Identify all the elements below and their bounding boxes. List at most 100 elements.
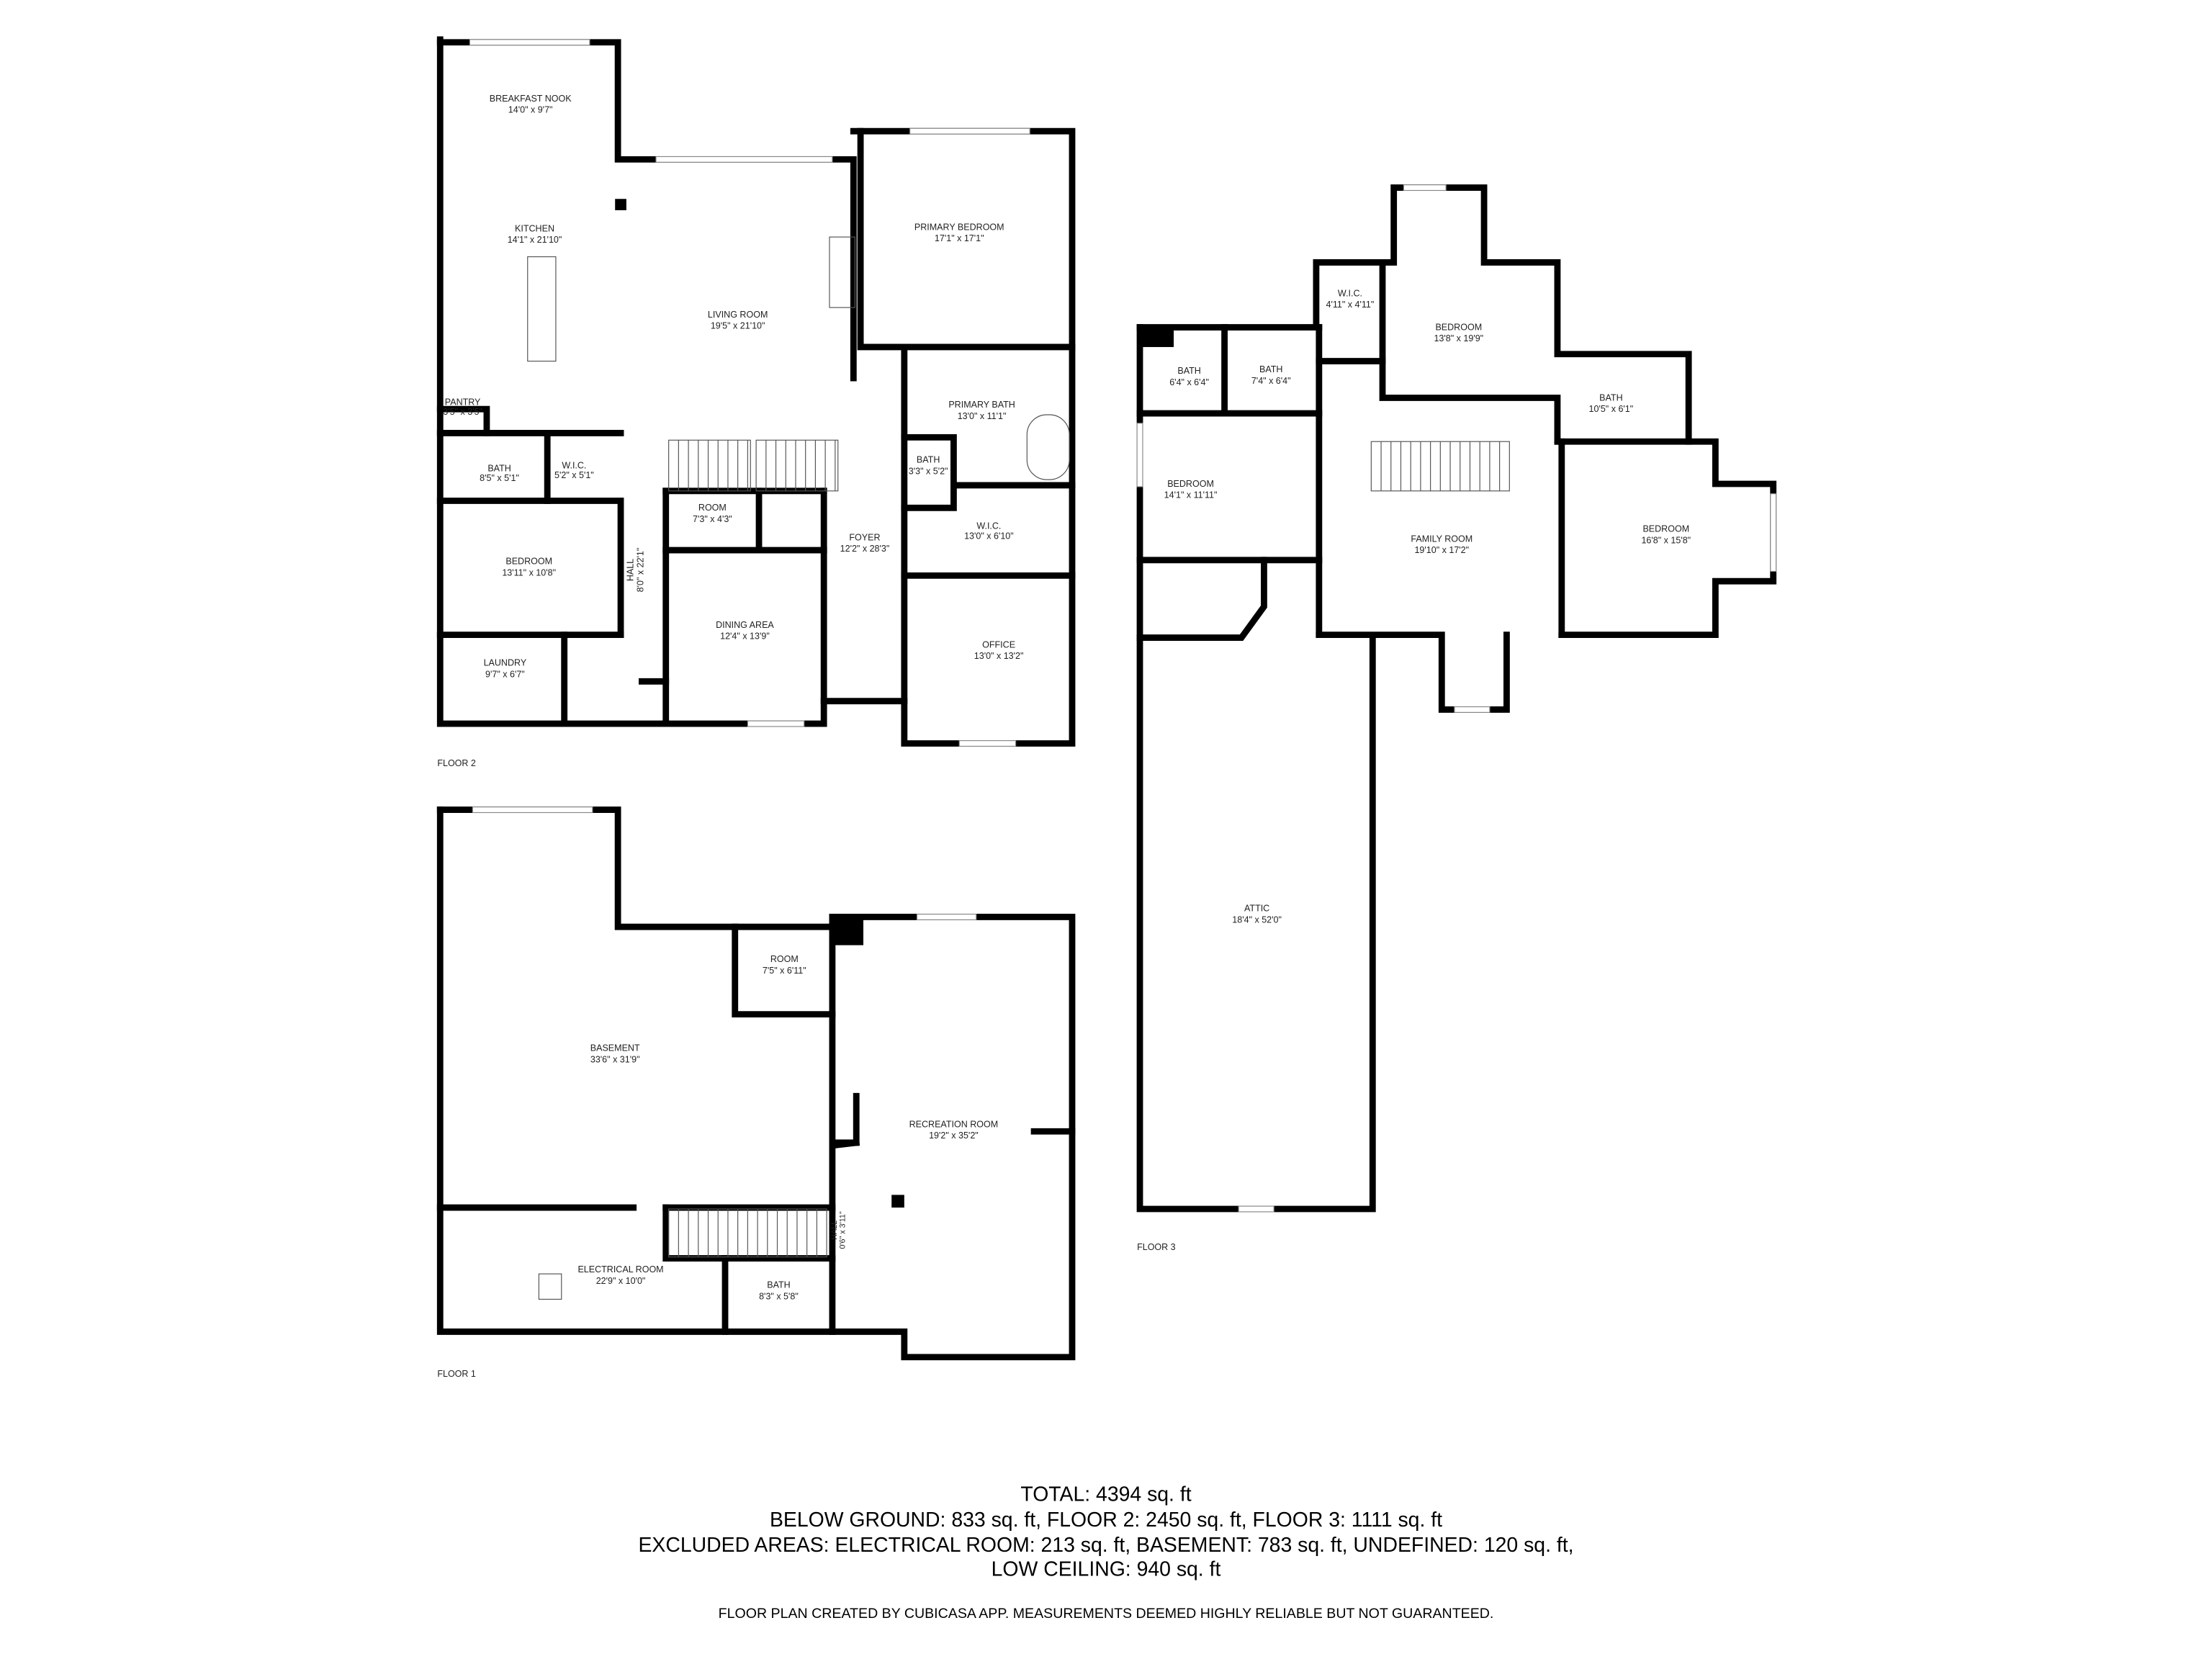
room-room: ROOM [698,503,727,513]
room-primary-bath: PRIMARY BATH [948,400,1015,410]
room-size: 10'5" x 6'1" [1589,404,1634,414]
room-wic: W.I.C. [1338,288,1362,298]
window [472,806,593,814]
room-attic: ATTIC [1244,904,1269,914]
room-size: 33'6" x 31'9" [590,1054,640,1064]
room-size: 12'4" x 13'9" [720,631,770,642]
bathtub [1026,414,1070,480]
fireplace [829,236,855,308]
window [916,913,977,920]
wall [436,806,836,930]
floor-2-label: FLOOR 2 [437,758,476,768]
room-size: 5'2" x 5'1" [554,470,594,480]
floor-2: BREAKFAST NOOK 14'0" x 9'7" KITCHEN 14'1… [437,94,1023,768]
room-size: 14'0" x 9'7" [508,105,553,115]
wall [732,923,836,1018]
wall [901,433,957,511]
chimney-block [830,917,864,945]
window [1770,493,1777,572]
wall [436,806,1076,1361]
room-size: 14'1" x 21'10" [508,235,562,245]
low-ceiling-area: LOW CEILING: 940 sq. ft [992,1557,1221,1581]
room-dining-area: DINING AREA [716,620,774,630]
wall [662,1204,836,1262]
room-size: 13'0" x 13'2" [974,651,1024,661]
room-bath: BATH [1259,364,1282,374]
room-size: 7'3" x 4'3" [693,514,732,524]
room-recreation-room: RECREATION ROOM [909,1119,999,1129]
room-bath: BATH [917,455,940,465]
wall [436,498,624,639]
excluded-areas: EXCLUDED AREAS: ELECTRICAL ROOM: 213 sq.… [638,1534,1573,1557]
wall [1136,324,1376,1213]
wall [829,914,860,1146]
wall [1316,631,1510,713]
room-size: 8'0" x 22'1" [635,548,645,593]
room-primary-bedroom: PRIMARY BEDROOM [914,222,1004,232]
room-bath: BATH [1599,392,1622,403]
window [747,720,805,727]
window [1454,706,1491,713]
room-size: 7'5" x 6'11" [763,966,806,976]
room-size: 13'11" x 10'8" [502,567,556,577]
wall [1379,259,1561,445]
room-foyer: FOYER [849,532,880,542]
room-kitchen: KITCHEN [515,223,554,233]
room-size: 9'7" x 6'7" [485,669,525,679]
wall [436,36,827,727]
room-office: OFFICE [982,639,1015,649]
room-hall: HALL [626,559,636,581]
room-size: 19'2" x 35'2" [929,1130,979,1141]
window [1238,1205,1274,1213]
room-bath: BATH [767,1280,790,1290]
room-size: 19'10" x 17'2" [1414,545,1469,555]
room-room: ROOM [770,954,799,964]
floor-1-label: FLOOR 1 [437,1369,476,1379]
room-size: 22'9" x 10'0" [596,1276,646,1286]
staircase [668,439,751,492]
room-size: 13'8" x 19'9" [1434,333,1483,343]
chimney-block [1140,327,1174,347]
room-breakfast-nook: BREAKFAST NOOK [490,94,572,104]
room-size: 6'4" x 6'4" [1169,377,1209,387]
room-bath: BATH [1177,366,1200,376]
wall [829,1139,860,1335]
kitchen-island [527,256,557,362]
column [891,1195,904,1208]
room-bedroom: BEDROOM [505,557,552,567]
area-breakdown: BELOW GROUND: 833 sq. ft, FLOOR 2: 2450 … [770,1509,1442,1532]
wall [1136,557,1267,641]
room-size: 13'0" x 6'10" [964,531,1014,541]
room-bedroom: BEDROOM [1435,322,1482,332]
room-size: 17'1" x 17'1" [935,233,984,243]
floor-1: ROOM 7'5" x 6'11" BASEMENT 33'6" x 31'9"… [437,954,998,1379]
floor-3-label: FLOOR 3 [1137,1242,1176,1252]
room-size: 19'5" x 21'10" [711,320,765,331]
electrical-panel [538,1273,562,1300]
room-size: 12'2" x 28'3" [840,544,890,554]
wall [436,405,490,436]
room-size: 3'3" x 5'2" [909,466,948,476]
room-hall: HALL [830,1220,839,1240]
total-area: TOTAL: 4394 sq. ft [1020,1483,1191,1506]
area-summary: TOTAL: 4394 sq. ft BELOW GROUND: 833 sq.… [638,1483,1573,1622]
fixtures [527,199,1510,1300]
stairs [668,439,1510,1258]
wall [436,39,857,382]
room-bedroom: BEDROOM [1167,479,1214,489]
window [1403,184,1447,192]
column [615,199,626,210]
room-basement: BASEMENT [590,1043,640,1053]
room-laundry: LAUNDRY [484,658,527,668]
room-size: 14'1" x 11'11" [1164,490,1218,500]
window [469,39,590,46]
wall [1313,184,1777,639]
wall [857,127,1076,351]
room-size: 13'0" x 11'1" [958,411,1007,421]
room-size: 4'11" x 4'11" [1326,300,1375,310]
room-size: 16'8" x 15'8" [1641,535,1691,545]
room-wic: W.I.C. [976,521,1001,531]
floor-3: W.I.C. 4'11" x 4'11" BEDROOM 13'8" x 19'… [1137,288,1691,1251]
room-bedroom: BEDROOM [1642,524,1689,534]
room-size: 0'6" x 3'11" [839,1211,848,1249]
